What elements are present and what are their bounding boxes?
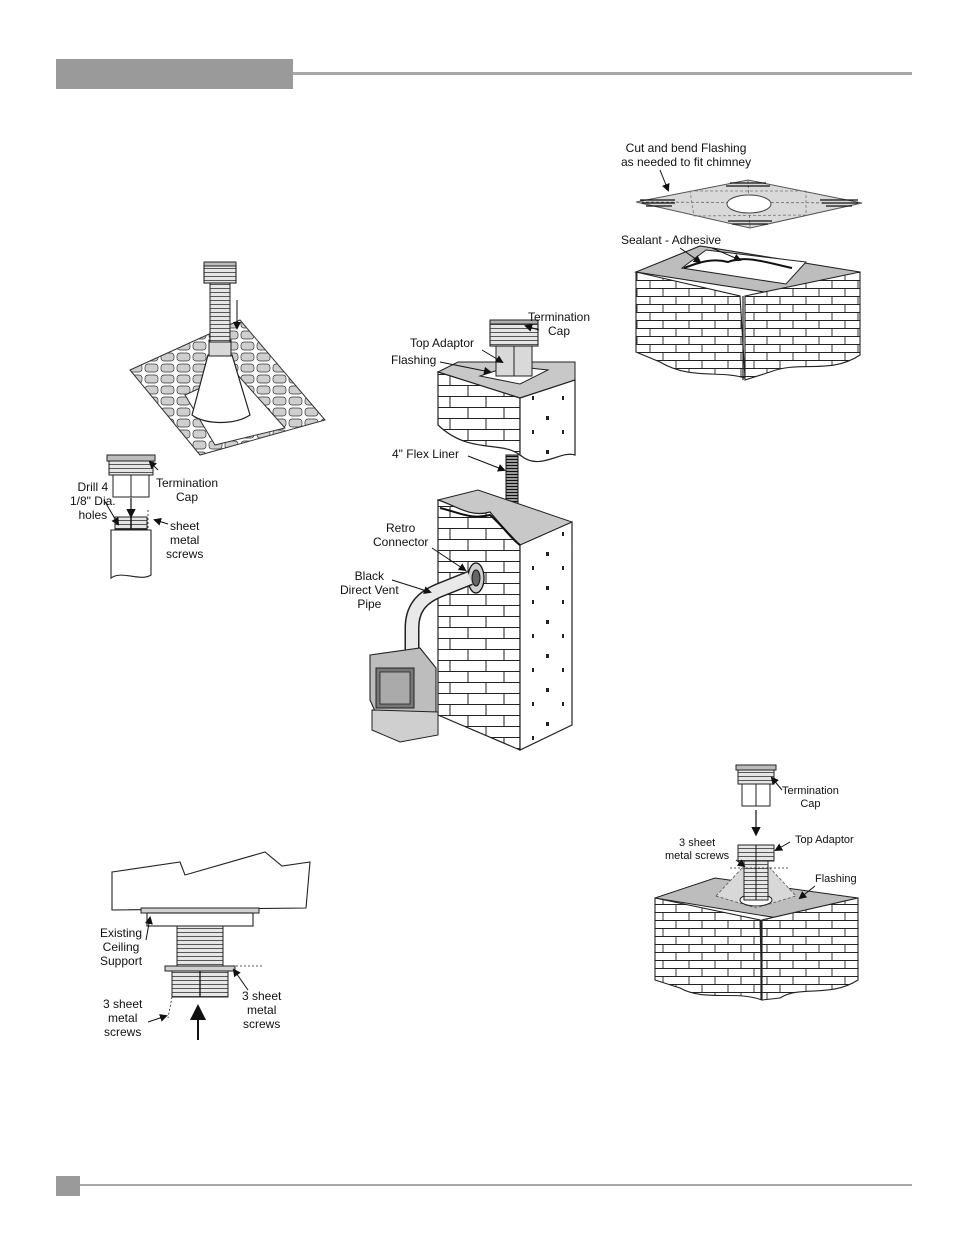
chimney-flex-liner-figure <box>369 319 576 751</box>
fig2-vent-pipe-label: Black Direct Vent Pipe <box>340 569 399 611</box>
fig4-screws-right-label: 3 sheet metal screws <box>242 989 282 1031</box>
footer-rule <box>80 1184 912 1186</box>
ceiling-support-figure <box>111 851 311 1040</box>
fig3-cut-bend-label: Cut and bend Flashing as needed to fit c… <box>621 141 752 169</box>
header-rule <box>293 72 912 75</box>
fig4-screws-left-label: 3 sheet metal screws <box>103 997 143 1039</box>
flashing-chimney-figure <box>633 169 863 381</box>
masonry-termination-figure <box>654 764 859 1001</box>
fig5-flashing-label: Flashing <box>815 873 857 885</box>
fig4-ceiling-support-label: Existing Ceiling Support <box>100 926 143 968</box>
fig1-termination-cap-label: Termination Cap <box>156 476 219 504</box>
fig5-termination-cap-label: Termination Cap <box>782 785 839 810</box>
roof-termination-figure <box>129 261 326 456</box>
fig2-termination-cap-label: Termination Cap <box>528 310 591 338</box>
fig1-drill-holes-label: Drill 4 1/8" Dia. holes <box>70 480 116 522</box>
fig2-flex-liner-label: 4" Flex Liner <box>392 447 459 461</box>
header-tab <box>56 59 293 89</box>
fig3-sealant-label: Sealant - Adhesive <box>621 233 722 247</box>
footer-page-box <box>56 1176 80 1196</box>
fig5-top-adaptor-label: Top Adaptor <box>795 834 854 846</box>
fig5-screws-label: 3 sheet metal screws <box>665 837 730 862</box>
fig1-screws-label: sheet metal screws <box>166 519 204 561</box>
fig2-top-adaptor-label: Top Adaptor <box>410 336 475 350</box>
fig2-retro-connector-label: Retro Connector <box>373 521 429 549</box>
cap-screw-detail-figure <box>103 454 169 580</box>
fig2-flashing-label: Flashing <box>391 353 437 367</box>
